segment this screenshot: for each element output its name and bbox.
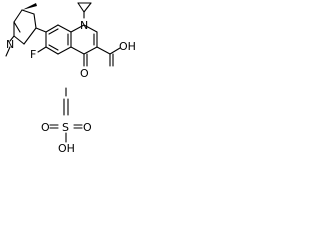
sulfonyl-oxygen-right-label: O bbox=[83, 121, 92, 134]
chemical-structure-drawing: N N F O OH bbox=[5, 2, 136, 153]
diazabicyclic-group bbox=[5, 3, 47, 57]
sulfonic-acid-oh-label: OH bbox=[58, 142, 75, 153]
sulfonyl-oxygen-left-label: O bbox=[41, 121, 50, 134]
bicyclic-nitrogen-label: N bbox=[6, 38, 14, 51]
sulfur-label: S bbox=[62, 121, 69, 134]
quinolone-nitrogen-label: N bbox=[80, 19, 88, 32]
stereo-wedge-bond bbox=[22, 3, 37, 10]
methanesulfonic-acid bbox=[49, 87, 83, 143]
ketone-oxygen-label: O bbox=[80, 67, 89, 80]
quinolone-core bbox=[37, 2, 121, 67]
carboxylic-acid-oh-label: OH bbox=[119, 40, 136, 53]
fluorine-label: F bbox=[30, 48, 36, 61]
